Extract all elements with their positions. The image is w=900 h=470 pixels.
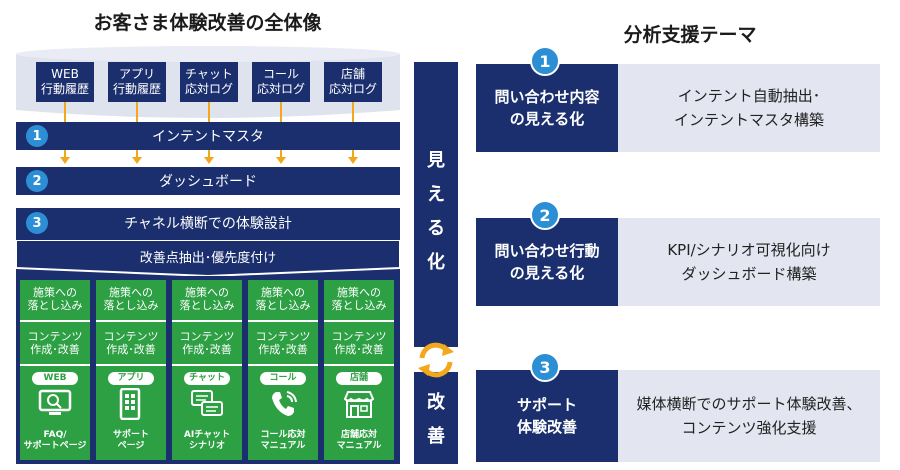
improvement-extraction-bar: 改善点抽出･優先度付け [16, 243, 400, 269]
channel-design-label: チャネル横断での体験設計 [124, 216, 292, 232]
intent-master-bar: インテントマスタ [16, 122, 400, 150]
arrow-down-icon [204, 157, 214, 164]
cell-divider [20, 320, 90, 322]
cell-divider [172, 320, 242, 322]
content-cell: コンテンツ 作成･改善 [103, 330, 159, 356]
source-call-log: コール 応対ログ [252, 62, 310, 102]
step-2-badge: 2 [26, 170, 48, 192]
connector-line [352, 150, 354, 158]
improvement-arrow-shape [16, 240, 400, 276]
source-app-history: アプリ 行動履歴 [108, 62, 166, 102]
content-cell: コンテンツ 作成･改善 [331, 330, 387, 356]
channel-column [96, 280, 166, 460]
measures-cell: 施策への 落とし込み [103, 286, 159, 312]
cell-divider [96, 364, 166, 366]
content-cell: コンテンツ 作成･改善 [255, 330, 311, 356]
theme-2-description: KPI/シナリオ可視化向け ダッシュボード構築 [618, 218, 880, 306]
connector-line [208, 102, 210, 122]
vertical-strip-improve [414, 372, 458, 464]
channel-tag: コール [260, 372, 306, 385]
cycle-arrows-icon [418, 342, 454, 378]
monitor-search-icon [38, 389, 72, 415]
channel-design-header: チャネル横断での体験設計 [16, 208, 400, 238]
cell-divider [324, 320, 394, 322]
store-icon [343, 391, 375, 418]
theme-3-title: サポート 体験改善 [476, 370, 618, 462]
cell-divider [20, 364, 90, 366]
cell-divider [248, 364, 318, 366]
arrow-down-icon [132, 157, 142, 164]
measures-cell: 施策への 落とし込み [331, 286, 387, 312]
cell-divider [248, 320, 318, 322]
right-title: 分析支援テーマ [623, 24, 757, 46]
connector-line [280, 150, 282, 158]
channel-column [324, 280, 394, 460]
theme-1-description: インテント自動抽出･ インテントマスタ構築 [618, 64, 880, 152]
source-chat-log: チャット 応対ログ [180, 62, 238, 102]
cell-divider [324, 364, 394, 366]
theme-2-title: 問い合わせ行動 の見える化 [476, 218, 618, 306]
measures-cell: 施策への 落とし込み [27, 286, 83, 312]
phone-icon [272, 391, 297, 416]
vertical-char: え [427, 184, 445, 205]
theme-1-badge: 1 [530, 46, 560, 76]
intent-master-label: インテントマスタ [152, 129, 264, 145]
connector-line [136, 102, 138, 122]
content-cell: コンテンツ 作成･改善 [27, 330, 83, 356]
arrow-down-icon [60, 157, 70, 164]
connector-line [136, 150, 138, 158]
improvement-extraction-label: 改善点抽出･優先度付け [139, 250, 277, 266]
channel-column [248, 280, 318, 460]
content-cell: コンテンツ 作成･改善 [179, 330, 235, 356]
arrow-down-icon [348, 157, 358, 164]
connector-line [352, 102, 354, 122]
connector-line [280, 102, 282, 122]
cell-divider [96, 320, 166, 322]
connector-line [208, 150, 210, 158]
channel-tag: 店舗 [336, 372, 382, 385]
arrow-down-icon [276, 157, 286, 164]
smartphone-icon [119, 388, 141, 420]
source-store-log: 店舗 応対ログ [324, 62, 382, 102]
channel-label: AIチャット シナリオ [183, 430, 231, 451]
channel-column [20, 280, 90, 460]
vertical-char: る [427, 218, 445, 239]
step-1-badge: 1 [26, 125, 48, 147]
theme-2-badge: 2 [530, 200, 560, 230]
connector-line [64, 150, 66, 158]
source-web-history: WEB 行動履歴 [36, 62, 94, 102]
theme-3-badge: 3 [530, 352, 560, 382]
vertical-char: 善 [427, 426, 445, 447]
channel-tag: チャット [184, 372, 230, 385]
vertical-char: 化 [427, 252, 445, 273]
vertical-char: 見 [427, 150, 445, 171]
measures-cell: 施策への 落とし込み [179, 286, 235, 312]
channel-column [172, 280, 242, 460]
step-3-badge: 3 [26, 212, 48, 234]
channel-tag: アプリ [108, 372, 154, 385]
cell-divider [172, 364, 242, 366]
channel-label: 店舗応対 マニュアル [336, 430, 382, 451]
dashboard-label: ダッシュボード [159, 174, 257, 190]
theme-3-description: 媒体横断でのサポート体験改善、 コンテンツ強化支援 [618, 370, 880, 462]
left-title: お客さま体験改善の全体像 [93, 12, 322, 34]
vertical-strip-visualize [414, 62, 458, 347]
channel-label: FAQ/ サポートページ [23, 430, 87, 451]
chat-bubbles-icon [191, 390, 223, 416]
connector-line [64, 102, 66, 122]
theme-1-title: 問い合わせ内容 の見える化 [476, 64, 618, 152]
measures-cell: 施策への 落とし込み [255, 286, 311, 312]
vertical-char: 改 [427, 392, 445, 413]
channel-label: コール応対 マニュアル [260, 430, 306, 451]
channel-label: サポート ページ [112, 430, 149, 451]
channel-tag: WEB [32, 372, 78, 385]
dashboard-bar: ダッシュボード [16, 167, 400, 195]
